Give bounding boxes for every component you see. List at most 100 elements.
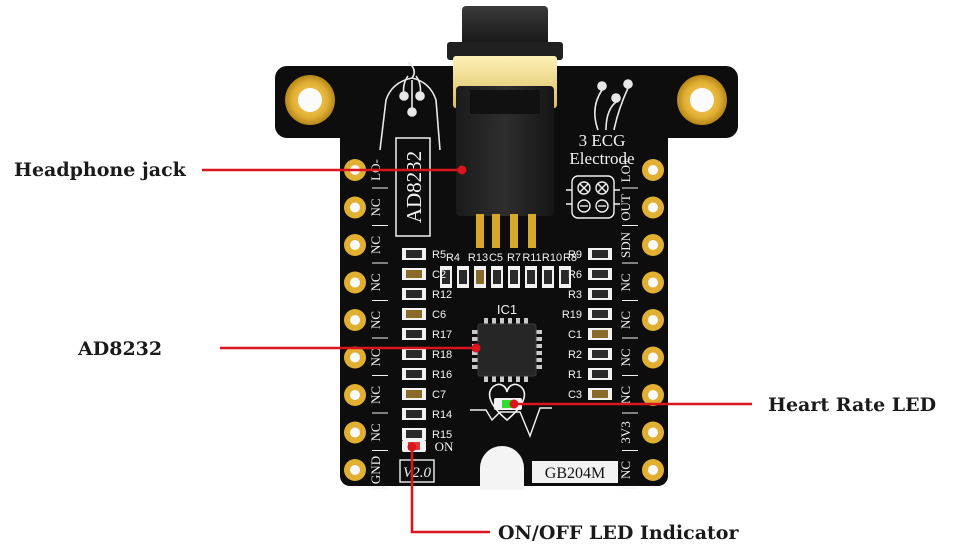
left-component-label: C2 (432, 269, 446, 281)
right-component-label: R6 (568, 269, 582, 281)
smd-component (588, 268, 612, 280)
mounting-hole-right (677, 75, 727, 125)
pin-pad (642, 346, 664, 369)
right-pin-label: NC (618, 461, 633, 479)
smd-resistor (508, 266, 520, 288)
smd-component (402, 288, 426, 300)
left-pin-label: NC (368, 386, 383, 404)
electrode-connector-symbol (566, 175, 620, 219)
ecg-label-line1: 3 ECG (579, 131, 626, 150)
smd-resistor (542, 266, 554, 288)
smd-component (588, 288, 612, 300)
left-pin-label: NC (368, 311, 383, 329)
jack-pins (476, 214, 536, 248)
left-component-label: R12 (432, 289, 452, 301)
callout-on-off-led: ON/OFF LED Indicator (498, 522, 739, 544)
left-component-label: C7 (432, 389, 446, 401)
ecg-trace (470, 407, 552, 438)
right-pin-label: NC (618, 386, 633, 404)
right-component-label: C1 (568, 329, 582, 341)
right-pin-label: NC (618, 348, 633, 366)
smd-component (402, 268, 426, 280)
left-component-label: C6 (432, 309, 446, 321)
heart-outline (488, 383, 526, 422)
ic-label: IC1 (497, 302, 517, 317)
version-box: V2.0 (399, 459, 435, 483)
pin-pad (642, 421, 664, 444)
callout-leaders (202, 165, 752, 534)
top-resistor-label: R10 (542, 252, 562, 264)
smd-component (588, 308, 612, 320)
smd-resistor (559, 266, 571, 288)
left-component-label: R18 (432, 349, 452, 361)
leader-on-off-led (410, 447, 490, 534)
callout-heart-rate-led: Heart Rate LED (768, 394, 936, 416)
top-resistor-label: R7 (507, 252, 521, 264)
headphone-jack (447, 6, 563, 248)
callout-headphone-jack: Headphone jack (14, 159, 187, 181)
pin-pad (344, 459, 366, 481)
smd-resistor (491, 266, 503, 288)
left-component-label: R5 (432, 249, 446, 261)
callout-ad8232: AD8232 (77, 338, 162, 360)
smd-component (402, 248, 426, 260)
ic-pins (472, 318, 542, 382)
mounting-hole-left (285, 75, 335, 125)
pin-pad (642, 309, 664, 331)
left-component-label: R16 (432, 369, 452, 381)
model-label: GB204M (545, 465, 605, 482)
right-pin-label: LO+ (618, 158, 633, 183)
smd-resistor (457, 266, 469, 288)
leader-dot-jack (457, 165, 467, 175)
right-component-label: R9 (568, 249, 582, 261)
leader-dot-ad8232 (471, 343, 481, 353)
smd-component (588, 388, 612, 400)
top-resistor-label: C5 (489, 252, 503, 264)
right-component-label: R3 (568, 289, 582, 301)
version-label: V2.0 (403, 465, 431, 481)
electrode-icon (594, 79, 633, 131)
chip-label: AD8232 (402, 151, 426, 223)
leader-dot-on (407, 442, 417, 452)
left-pin-label: NC (368, 423, 383, 441)
pin-pad (642, 384, 664, 406)
right-component-label: R1 (568, 369, 582, 381)
smd-resistor (525, 266, 537, 288)
pin-pad (642, 459, 664, 481)
left-pin-label: NC (368, 236, 383, 254)
smd-resistor (440, 266, 452, 288)
bottom-slot (480, 446, 524, 490)
top-resistor-label: R13 (468, 252, 488, 264)
on-label: ON (435, 439, 454, 454)
left-component-label: R14 (432, 409, 452, 421)
right-pin-label: OUT (618, 194, 633, 221)
smd-component (402, 368, 426, 380)
leader-dot-heart (509, 399, 519, 409)
top-resistor-label: R11 (522, 252, 541, 264)
left-pin-header (344, 159, 366, 481)
pin-pad (344, 384, 366, 406)
pin-pad (642, 234, 664, 256)
pin-pad (642, 271, 664, 294)
pin-pad (344, 346, 366, 369)
pin-pad (642, 196, 664, 219)
model-box: GB204M (532, 461, 618, 483)
ecg-label-line2: Electrode (569, 149, 634, 168)
top-resistor-label: R8 (563, 252, 577, 264)
pin-pad (344, 309, 366, 331)
top-resistor-parts (440, 266, 571, 288)
pin-pad (344, 196, 366, 219)
smd-component (402, 348, 426, 360)
smd-component (402, 408, 426, 420)
right-pin-header (642, 159, 664, 481)
left-component-label: R15 (432, 429, 452, 441)
top-resistor-label: R4 (446, 252, 460, 264)
chip-label-box: AD8232 (395, 137, 431, 237)
smd-resistor (474, 266, 486, 288)
left-pin-label: NC (368, 348, 383, 366)
smd-component (588, 368, 612, 380)
smd-component (402, 308, 426, 320)
